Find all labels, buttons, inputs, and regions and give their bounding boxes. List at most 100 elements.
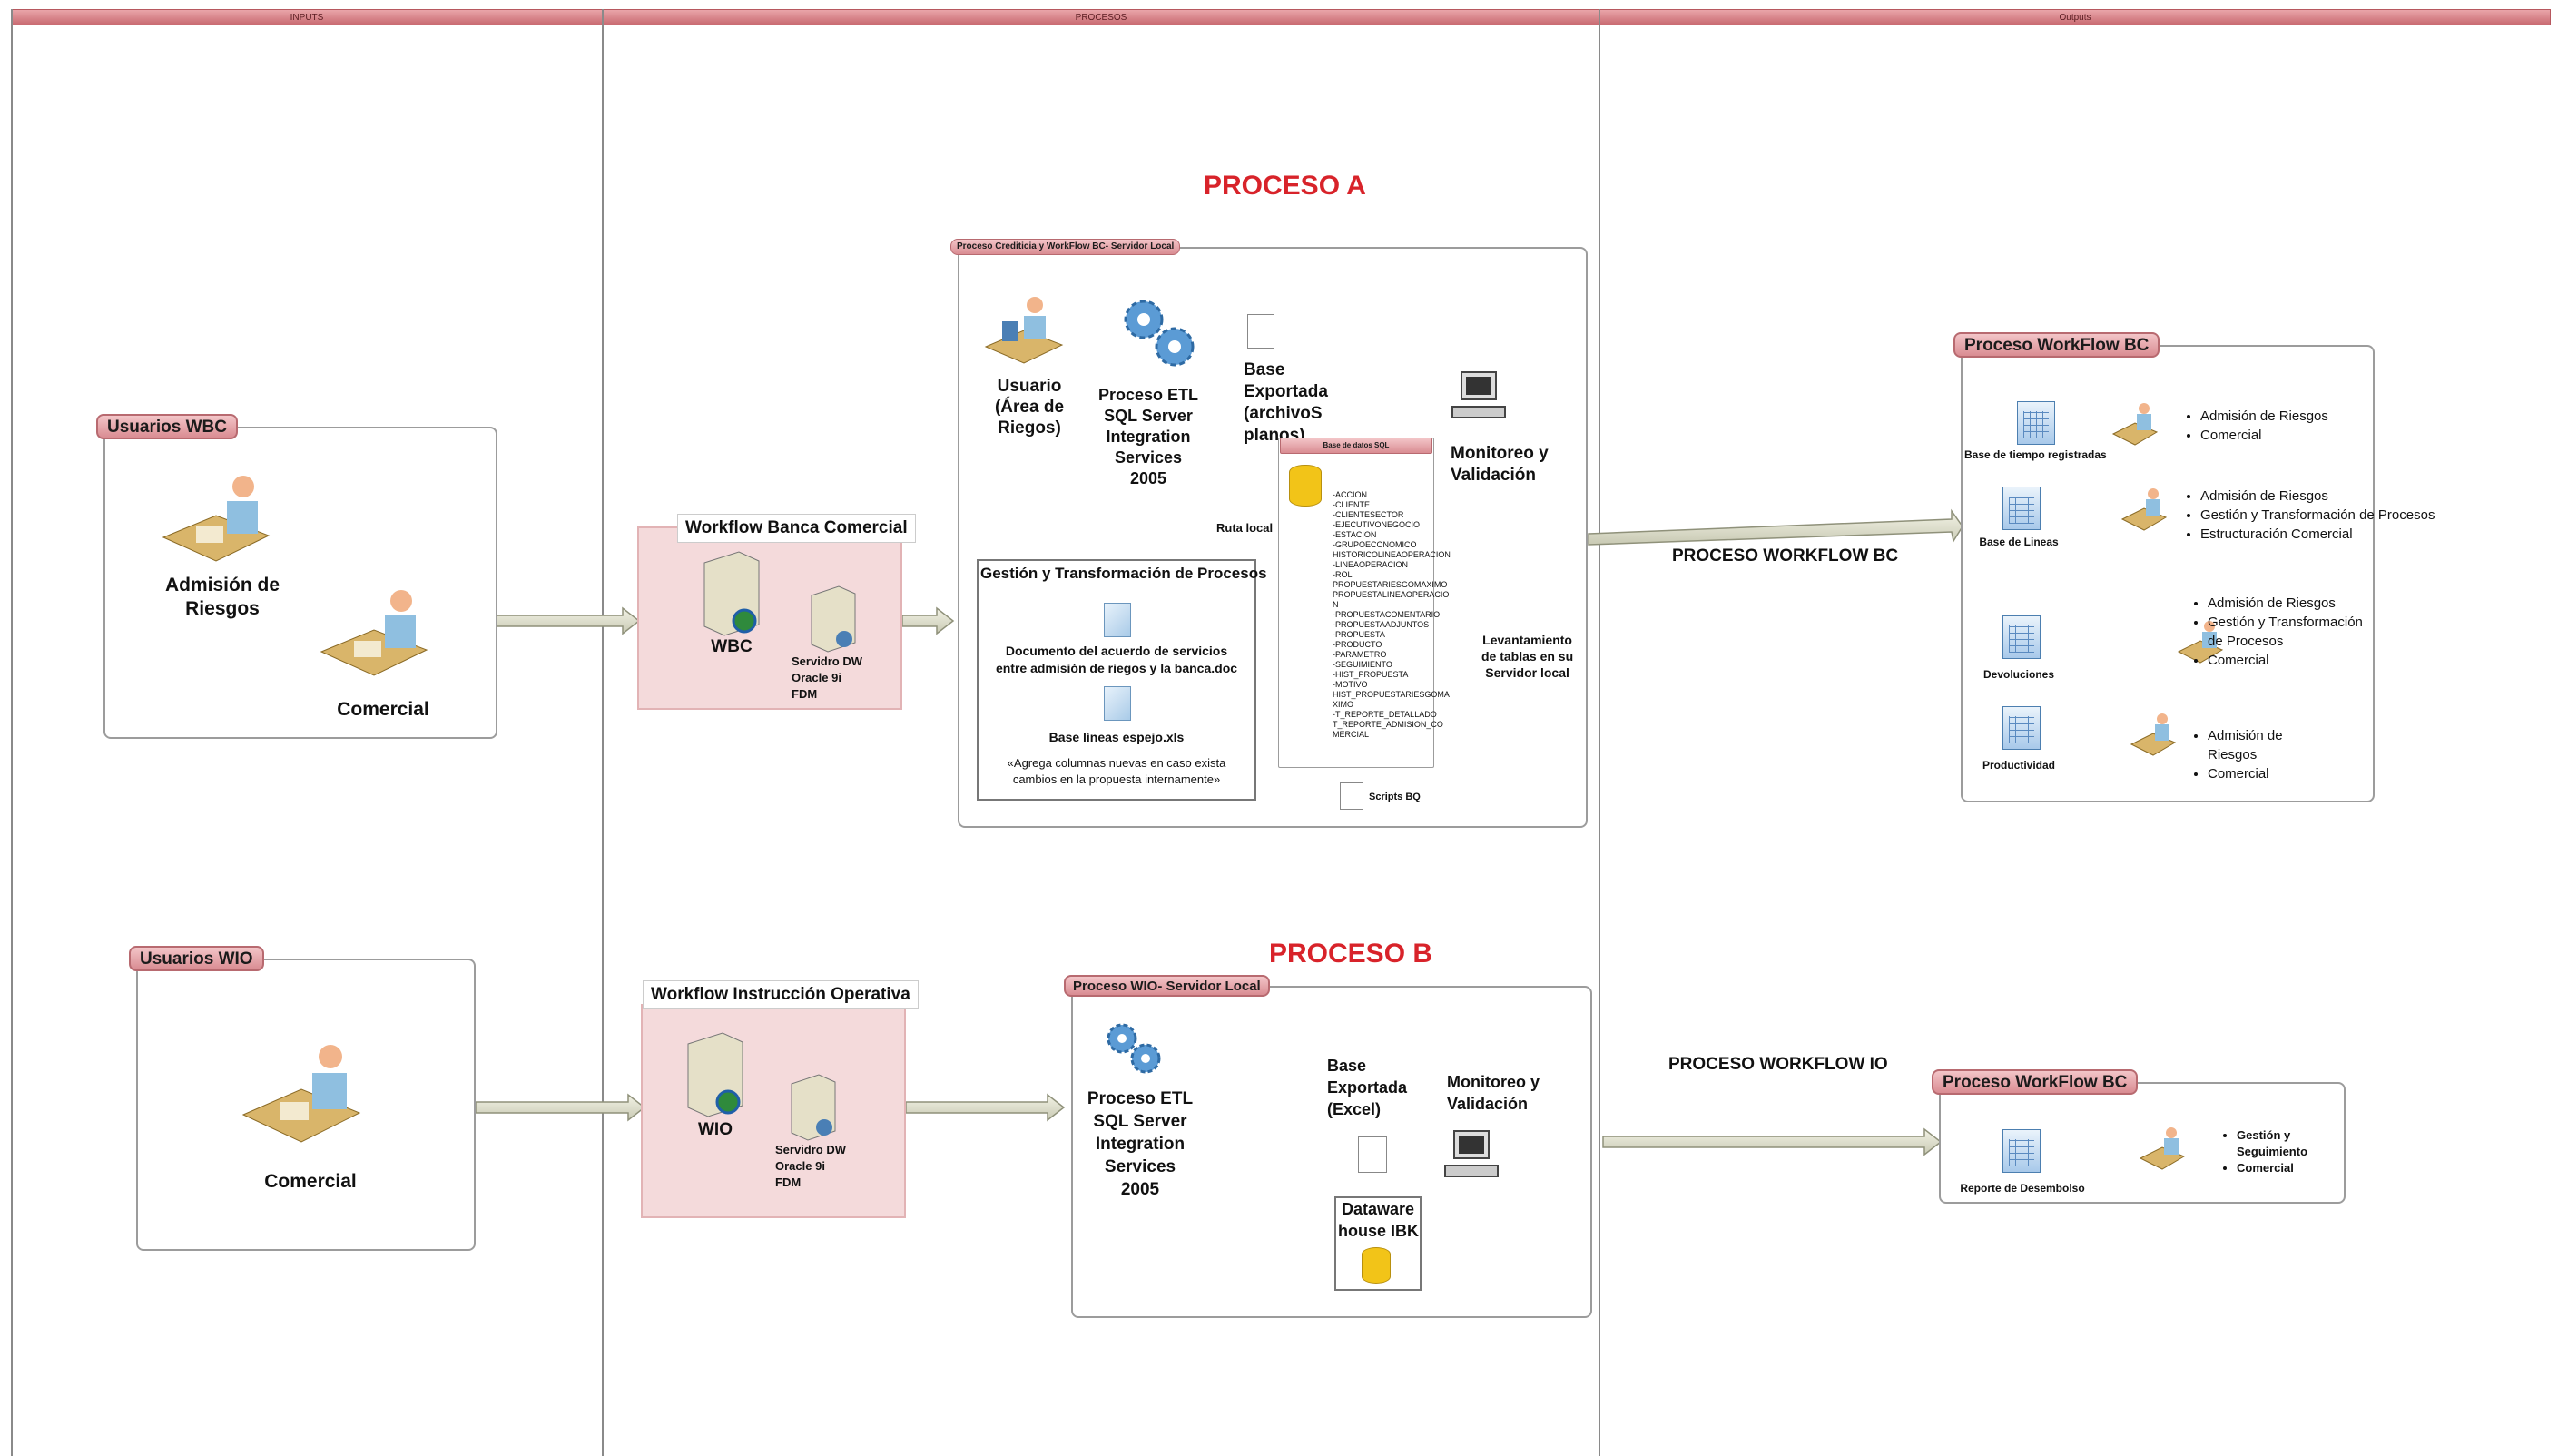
user-desk-icon <box>2177 621 2224 664</box>
wio-server-label: WIO <box>698 1120 733 1139</box>
arrow-procesob-to-outputs <box>1602 1127 1943 1156</box>
lane-divider <box>1599 9 1600 1456</box>
user-desk-icon <box>2111 403 2159 446</box>
output-row-label: Base de Lineas <box>1979 536 2059 548</box>
database-icon <box>1362 1247 1391 1284</box>
sql-table-list: -ACCION -CLIENTE -CLIENTESECTOR -EJECUTI… <box>1333 490 1451 739</box>
word-document-icon <box>1104 603 1131 637</box>
usuarios-wbc-box <box>103 427 497 739</box>
user-desk-icon <box>2120 488 2168 531</box>
lane-header-outputs: Outputs <box>1599 9 2551 25</box>
gestion-procesos-box <box>977 559 1256 801</box>
workflow-instruccion-title: Workflow Instrucción Operativa <box>643 980 919 1009</box>
output-row-items: Admisión de Riesgos Comercial <box>2182 407 2328 445</box>
dataware-house-label: Dataware house IBK <box>1338 1200 1420 1240</box>
output-row-items: Admisión de Riesgos Gestión y Transforma… <box>2189 594 2371 670</box>
excel-document-icon <box>1104 686 1131 721</box>
levantamiento-label: Levantamiento de tablas en su Servidor l… <box>1481 633 1574 680</box>
reporte-desembolso-label: Reporte de Desembolso <box>1960 1182 2085 1195</box>
table-report-icon <box>2002 487 2041 530</box>
proceso-workflow-io-label: PROCESO WORKFLOW IO <box>1668 1055 1888 1074</box>
server-user-icon <box>791 1074 836 1141</box>
table-report-icon <box>2002 706 2041 750</box>
user-desk-icon <box>241 1045 361 1143</box>
wbc-server-label: WBC <box>711 637 753 656</box>
admision-riesgos-label: Admisión de Riesgos <box>164 575 280 619</box>
sql-database-tab: Base de datos SQL <box>1280 438 1432 454</box>
file-icon <box>1358 1136 1387 1173</box>
outputs-io-tab: Proceso WorkFlow BC <box>1932 1069 2139 1095</box>
bullet-item: Comercial <box>2200 426 2328 445</box>
documento-acuerdo-label: Documento del acuerdo de servicios entre… <box>995 644 1238 675</box>
outputs-io-items: Gestión y Seguimiento Comercial <box>2219 1127 2337 1176</box>
server-user-icon <box>811 585 856 653</box>
bullet-item: Gestión y Transformación de Procesos <box>2200 506 2435 525</box>
output-row-items: Admisión de Riesgos Comercial <box>2189 726 2307 783</box>
script-icon <box>1340 782 1363 810</box>
arrow-wio-to-workflow <box>475 1093 646 1122</box>
proceso-b-tab: Proceso WIO- Servidor Local <box>1064 975 1270 997</box>
bullet-item: Admisión de Riesgos <box>2200 407 2328 426</box>
user-desk-icon <box>320 590 428 676</box>
workflow-instruccion-box <box>641 1004 906 1218</box>
file-icon <box>1247 314 1274 349</box>
bullet-item: Admisión de Riesgos <box>2208 594 2371 613</box>
bullet-item: Gestión y Transformación de Procesos <box>2208 613 2371 651</box>
etl-label-a: Proceso ETL SQL Server Integration Servi… <box>1098 386 1199 487</box>
proceso-workflow-bc-label: PROCESO WORKFLOW BC <box>1672 546 1899 566</box>
bullet-item: Comercial <box>2208 651 2371 670</box>
database-icon <box>1289 465 1322 507</box>
gears-icon <box>1107 1023 1161 1074</box>
output-row-label: Base de tiempo registradas <box>1964 448 2107 461</box>
user-desk-icon <box>162 476 271 562</box>
comercial-label-wio: Comercial <box>264 1171 357 1192</box>
servidor-dw-label-bc: Servidro DW Oracle 9i FDM <box>792 654 863 701</box>
table-report-icon <box>2017 401 2055 445</box>
workflow-banca-comercial-title: Workflow Banca Comercial <box>677 514 916 543</box>
workflow-banca-comercial-box <box>637 526 902 710</box>
bullet-item: Admisión de Riesgos <box>2208 726 2307 764</box>
proceso-a-tab: Proceso Crediticia y WorkFlow BC- Servid… <box>950 239 1181 255</box>
lane-divider <box>602 9 604 1456</box>
scripts-bq-label: Scripts BQ <box>1369 792 1421 802</box>
server-icon <box>703 551 760 636</box>
bullet-item: Estructuración Comercial <box>2200 525 2435 544</box>
gears-icon <box>1124 300 1195 367</box>
usuarios-wbc-tab: Usuarios WBC <box>96 414 238 439</box>
agrega-columnas-note: «Agrega columnas nuevas en caso exista c… <box>1007 756 1226 786</box>
proceso-b-title: PROCESO B <box>1269 939 1433 969</box>
usuario-area-riegos-label: Usuario (Área de Riegos) <box>994 377 1065 438</box>
base-exportada-label-a: Base Exportada (archivoS planos) <box>1244 360 1328 445</box>
arrow-wbc-to-workflow <box>482 606 641 635</box>
arrow-workflow-to-procesob <box>905 1093 1066 1122</box>
comercial-label-wbc: Comercial <box>337 699 429 720</box>
bullet-item: Admisión de Riesgos <box>2200 487 2435 506</box>
computer-icon <box>1444 1130 1499 1177</box>
bullet-item: Comercial <box>2208 764 2307 783</box>
arrow-procesoa-to-outputs <box>1588 508 1963 546</box>
output-row-label: Productividad <box>1982 759 2055 772</box>
table-report-icon <box>2002 615 2041 659</box>
computer-icon <box>1451 371 1506 418</box>
output-row-label: Devoluciones <box>1982 668 2055 681</box>
base-lineas-espejo-label: Base líneas espejo.xls <box>1048 730 1185 744</box>
proceso-a-title: PROCESO A <box>1204 171 1366 201</box>
proceso-b-container <box>1071 986 1592 1318</box>
servidor-dw-label-io: Servidro DW Oracle 9i FDM <box>775 1143 847 1189</box>
bullet-item: Gestión y Seguimiento <box>2237 1127 2337 1160</box>
gestion-procesos-title: Gestión y Transformación de Procesos <box>980 565 1267 582</box>
outputs-bc-tab: Proceso WorkFlow BC <box>1953 332 2160 358</box>
table-report-icon <box>2002 1129 2041 1173</box>
monitoreo-label-a: Monitoreo y Validación <box>1451 444 1549 485</box>
ruta-local-label: Ruta local <box>1216 521 1274 535</box>
user-desk-icon <box>984 297 1064 364</box>
etl-label-b: Proceso ETL SQL Server Integration Servi… <box>1087 1089 1194 1199</box>
base-exportada-label-b: Base Exportada (Excel) <box>1327 1057 1408 1118</box>
lane-divider <box>11 9 13 1456</box>
user-desk-icon <box>2130 713 2177 756</box>
output-row-items: Admisión de Riesgos Gestión y Transforma… <box>2182 487 2435 544</box>
arrow-workflow-to-procesoa <box>901 606 955 635</box>
server-icon <box>687 1032 743 1117</box>
user-desk-icon <box>2139 1127 2186 1170</box>
usuarios-wio-tab: Usuarios WIO <box>129 946 264 971</box>
